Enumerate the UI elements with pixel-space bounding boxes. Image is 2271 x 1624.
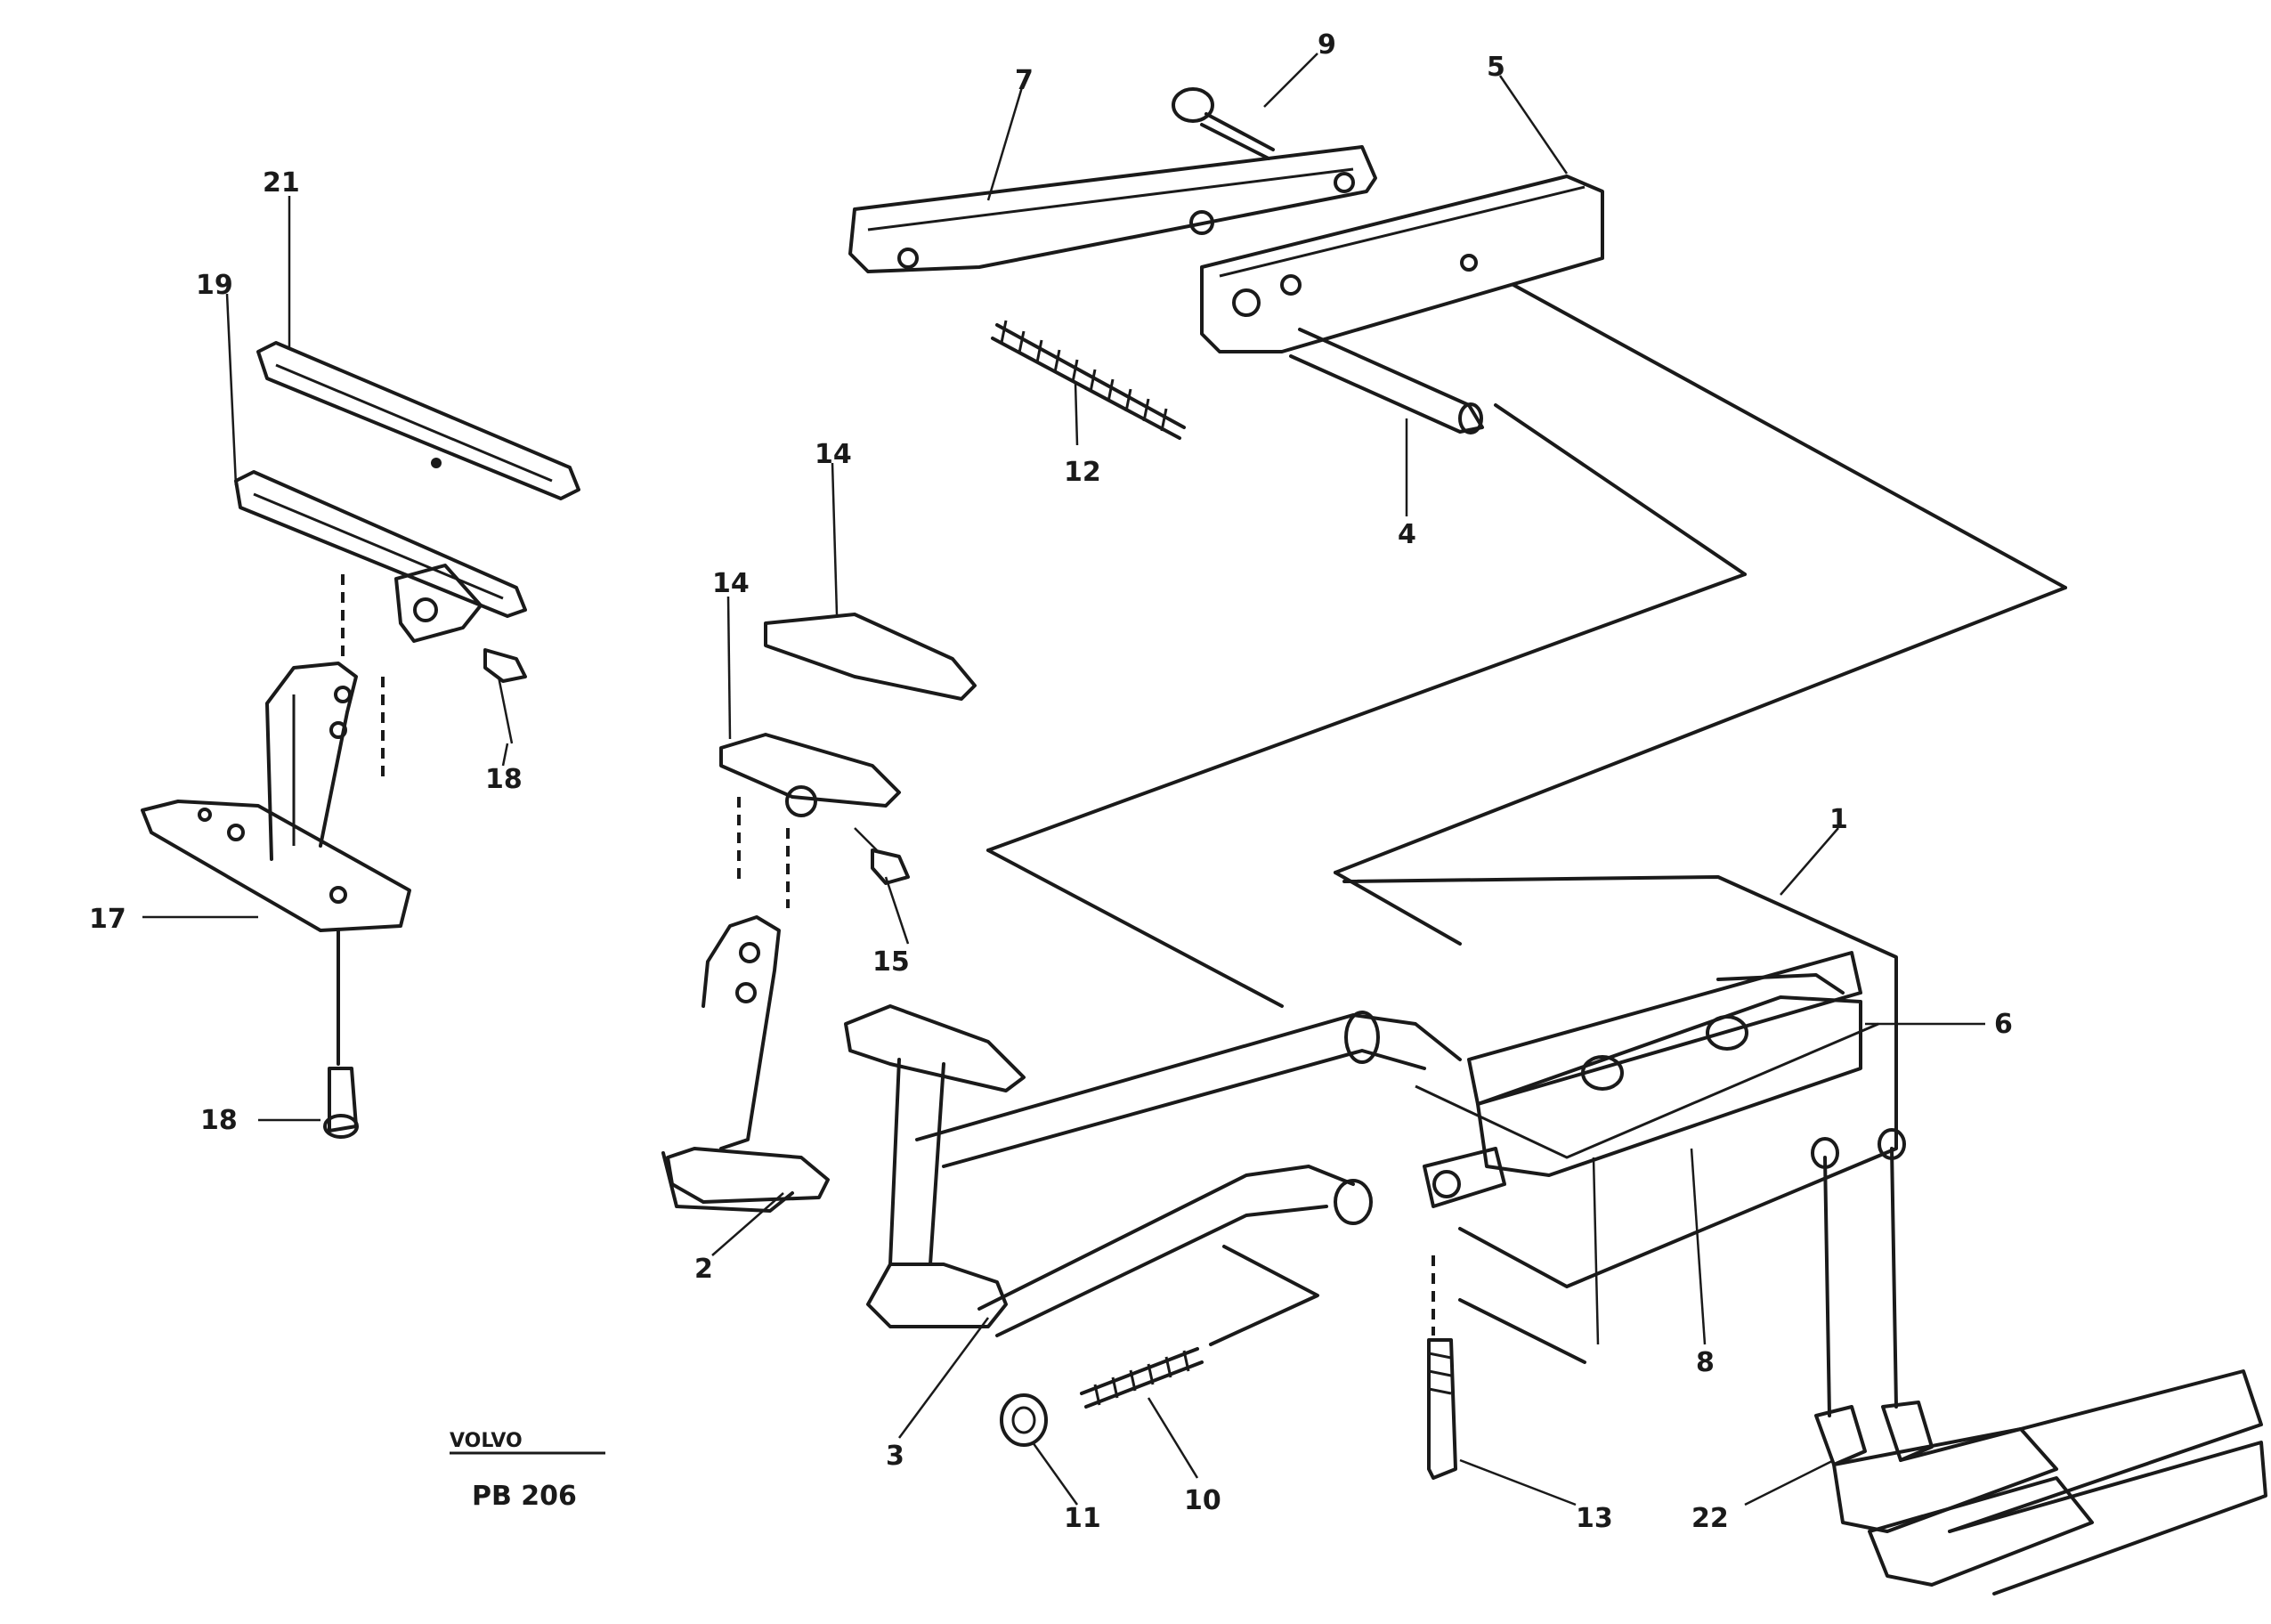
callout-13: 13: [1576, 1503, 1613, 1534]
callout-14-upper: 14: [815, 439, 852, 470]
bracket-part-17: [141, 662, 411, 932]
callout-4: 4: [1398, 519, 1416, 550]
callout-7: 7: [1015, 65, 1034, 96]
nut-part-20: [483, 648, 527, 744]
pin-part-4: [1289, 328, 1484, 434]
pedal-pad-part-14-upper: [764, 613, 977, 701]
mounting-plate-part-1: [1342, 875, 1898, 1288]
callout-12: 12: [1064, 457, 1101, 488]
callout-15: 15: [872, 946, 910, 978]
callout-10: 10: [1184, 1485, 1221, 1516]
callout-18: 18: [200, 1105, 238, 1136]
callout-6: 6: [1994, 1009, 2013, 1040]
nut-part-15: [854, 827, 910, 885]
leader-lines: [142, 53, 1985, 1506]
nut-part-11: [1000, 1393, 1048, 1447]
bolt-part-18: [323, 929, 359, 1139]
callout-1: 1: [1829, 804, 1848, 835]
fitting-part-8: [1423, 1147, 1506, 1208]
callout-8: 8: [1696, 1347, 1715, 1378]
hinge-block: [394, 564, 483, 643]
callout-11: 11: [1064, 1503, 1101, 1534]
callout-5: 5: [1487, 52, 1505, 83]
shaft-tube: [915, 951, 1862, 1168]
reference-code: PB 206: [472, 1481, 577, 1512]
pedal-pad-part-14-lower: [719, 733, 901, 817]
reference-stamp: VOLVO: [450, 1430, 523, 1452]
callout-19: 19: [196, 270, 233, 301]
pedal-lever: [666, 915, 830, 1204]
callout-2: 2: [694, 1254, 713, 1285]
bolt-part-9: [1172, 87, 1275, 160]
callout-14-lower: 14: [712, 568, 750, 599]
spring-part-10: [1080, 1347, 1204, 1409]
valve-block-part-6: [1476, 973, 1862, 1177]
bolt-part-13: [1427, 1255, 1457, 1480]
callout-3: 3: [886, 1441, 904, 1472]
outline-lower-link: [1209, 1245, 1319, 1346]
callout-20: 18: [485, 764, 523, 795]
lever-part-5: [1200, 175, 1604, 353]
hose-fittings-part-22: [1811, 1128, 2267, 1596]
bolt-13-line: [1458, 1298, 1586, 1364]
reference-block: VOLVO PB 206: [450, 1430, 605, 1512]
pedal-arm-part-3: [977, 1165, 1373, 1337]
arm-part-7: [848, 145, 1377, 273]
pedal-part-left-bottom: [661, 1151, 794, 1213]
callout-17: 17: [89, 904, 126, 935]
pad-part-21: [256, 341, 580, 500]
callout-21: 21: [263, 167, 300, 199]
pedal-part-2: [844, 1004, 1026, 1328]
callout-labels: 9 7 5 21 19 12 4 14 14 18 15 1 6 17 18 2…: [89, 29, 2013, 1534]
callout-9: 9: [1318, 29, 1336, 61]
pad-part-19: [234, 470, 527, 618]
spring-part-12: [991, 320, 1186, 440]
assembly-outline: [986, 283, 2067, 1008]
callout-22: 22: [1691, 1503, 1729, 1534]
